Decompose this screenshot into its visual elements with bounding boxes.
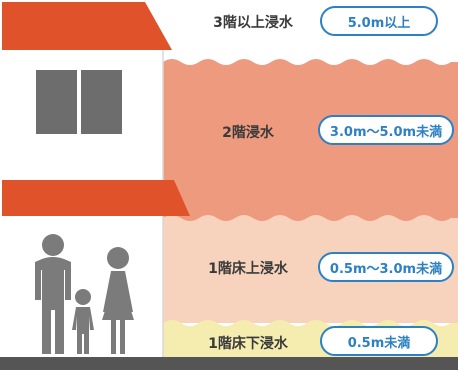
level-badge-3f: 5.0m以上 xyxy=(320,6,438,36)
flood-band-2f xyxy=(163,59,458,222)
level-badge-2f: 3.0m〜5.0m未満 xyxy=(318,115,454,145)
flood-band-1f-above xyxy=(163,215,458,323)
level-label-2f: 2階浸水 xyxy=(222,125,274,141)
window-pane-left xyxy=(36,70,77,134)
roof xyxy=(2,2,172,50)
level-label-3f: 3階以上浸水 xyxy=(213,15,293,31)
level-label-1f-above: 1階床上浸水 xyxy=(208,261,288,277)
level-badge-1f-below: 0.5m未満 xyxy=(320,326,438,356)
ground-line xyxy=(0,357,458,370)
window-pane-right xyxy=(81,70,122,134)
level-badge-1f-above: 0.5m〜3.0m未満 xyxy=(318,252,454,282)
people-icon xyxy=(35,234,134,354)
second-floor-eave xyxy=(2,180,190,216)
level-label-1f-below: 1階床下浸水 xyxy=(208,336,288,352)
